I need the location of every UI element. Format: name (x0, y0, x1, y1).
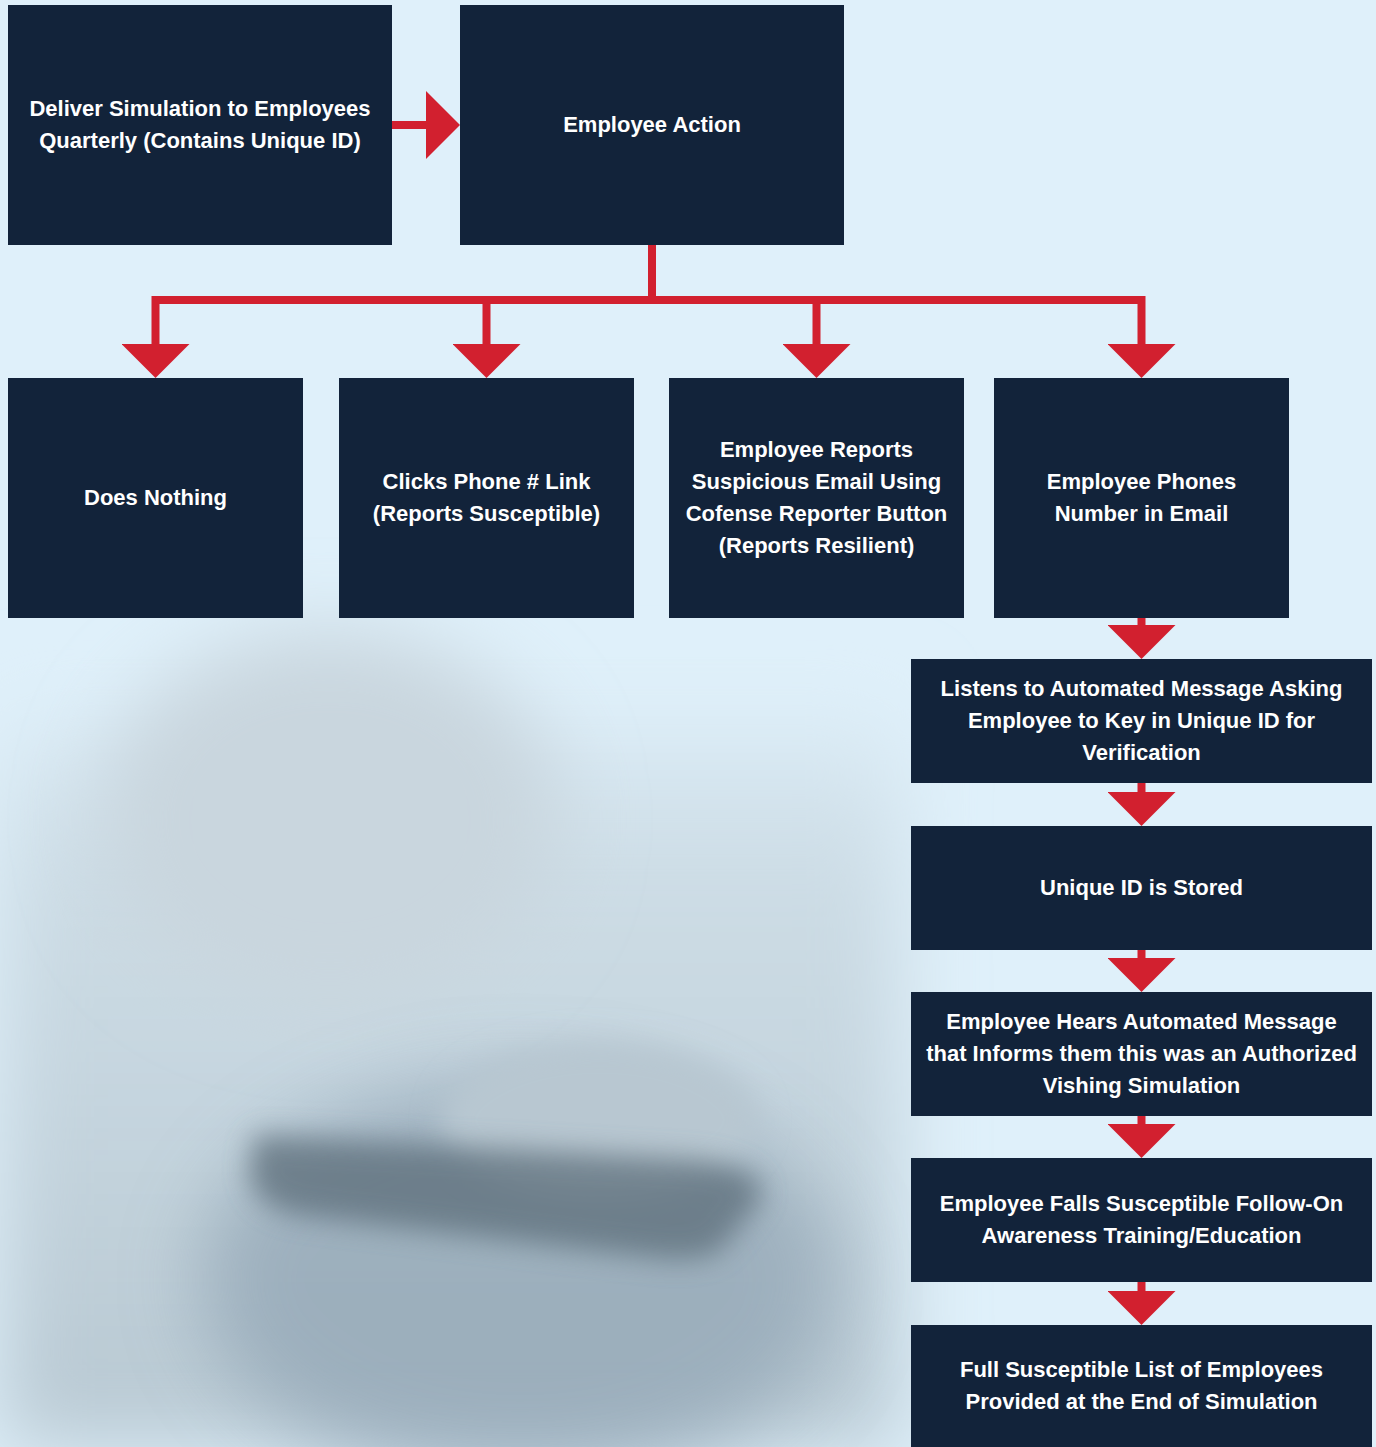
process-box: Full Susceptible List of Employees Provi… (911, 1325, 1372, 1447)
flow-arrow (156, 245, 653, 344)
box-label: Employee Falls Susceptible Follow-On Awa… (925, 1188, 1358, 1252)
phone-blur (250, 1135, 761, 1259)
box-label: Full Susceptible List of Employees Provi… (925, 1354, 1358, 1418)
flow-arrow (1138, 783, 1146, 792)
flow-arrow (652, 245, 1142, 344)
process-box: Employee Action (460, 5, 844, 245)
box-label: Employee Hears Automated Message that In… (925, 1006, 1358, 1102)
flow-arrow (652, 245, 817, 344)
box-label: Clicks Phone # Link (Reports Susceptible… (353, 466, 620, 530)
box-label: Unique ID is Stored (925, 872, 1358, 904)
flow-arrow (1138, 1282, 1146, 1291)
process-box: Unique ID is Stored (911, 826, 1372, 950)
process-box: Listens to Automated Message Asking Empl… (911, 659, 1372, 783)
process-box: Employee Falls Susceptible Follow-On Awa… (911, 1158, 1372, 1282)
box-label: Listens to Automated Message Asking Empl… (925, 673, 1358, 769)
box-label: Employee Reports Suspicious Email Using … (683, 434, 950, 562)
process-box: Clicks Phone # Link (Reports Susceptible… (339, 378, 634, 618)
process-box: Does Nothing (8, 378, 303, 618)
flow-arrow (487, 245, 653, 344)
flow-arrow (1138, 618, 1146, 625)
box-label: Deliver Simulation to Employees Quarterl… (22, 93, 378, 157)
flow-arrow (1138, 950, 1146, 958)
process-box: Employee Phones Number in Email (994, 378, 1289, 618)
box-label: Employee Phones Number in Email (1008, 466, 1275, 530)
face-blur (100, 630, 560, 1010)
box-label: Does Nothing (22, 482, 289, 514)
box-label: Employee Action (474, 109, 830, 141)
process-box: Employee Reports Suspicious Email Using … (669, 378, 964, 618)
flow-arrow (392, 121, 426, 129)
process-box: Employee Hears Automated Message that In… (911, 992, 1372, 1116)
flow-arrow (1138, 1116, 1146, 1124)
process-box: Deliver Simulation to Employees Quarterl… (8, 5, 392, 245)
